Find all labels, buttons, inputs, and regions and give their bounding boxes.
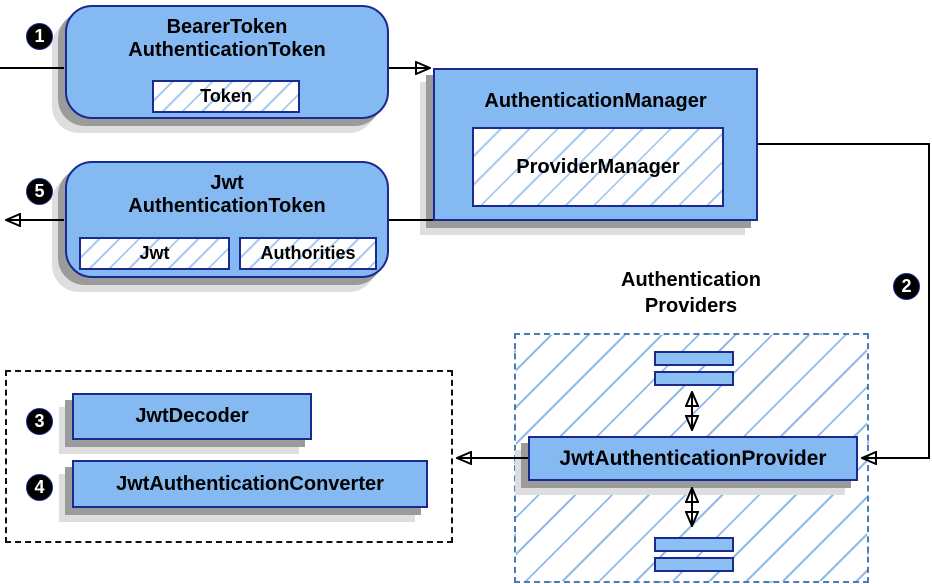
token-chip: Token: [152, 80, 300, 113]
authentication-manager-node: AuthenticationManager ProviderManager: [433, 68, 758, 221]
authentication-manager-title: AuthenticationManager: [484, 90, 707, 112]
jwt-decoder-node: JwtDecoder: [72, 393, 312, 440]
step-2-badge: 2: [893, 273, 920, 300]
authentication-providers-title: Authentication Providers: [515, 267, 867, 319]
step-4-badge: 4: [26, 474, 53, 501]
authorities-chip: Authorities: [239, 237, 377, 270]
jwt-token-title-line2: AuthenticationToken: [128, 195, 326, 217]
bearer-token-title-line1: BearerToken: [166, 16, 288, 38]
provider-placeholder-bar: [654, 537, 734, 552]
provider-placeholder-bar: [654, 557, 734, 572]
bearer-token-authentication-token-node: BearerToken AuthenticationToken Token: [65, 5, 389, 119]
step-5-badge: 5: [26, 178, 53, 205]
step-3-badge: 3: [26, 408, 53, 435]
providers-title-line1: Authentication: [621, 269, 761, 291]
provider-placeholder-bar: [654, 351, 734, 366]
jwt-chip: Jwt: [79, 237, 230, 270]
bearer-token-title-line2: AuthenticationToken: [128, 39, 326, 61]
provider-placeholder-bar: [654, 371, 734, 386]
jwt-authentication-provider-node: JwtAuthenticationProvider: [528, 436, 858, 481]
providers-title-line2: Providers: [644, 295, 738, 317]
jwt-authentication-token-node: Jwt AuthenticationToken Jwt Authorities: [65, 161, 389, 278]
provider-manager-chip: ProviderManager: [472, 127, 724, 207]
jwt-authentication-converter-node: JwtAuthenticationConverter: [72, 460, 428, 508]
step-1-badge: 1: [26, 23, 53, 50]
jwt-token-title-line1: Jwt: [210, 172, 244, 194]
